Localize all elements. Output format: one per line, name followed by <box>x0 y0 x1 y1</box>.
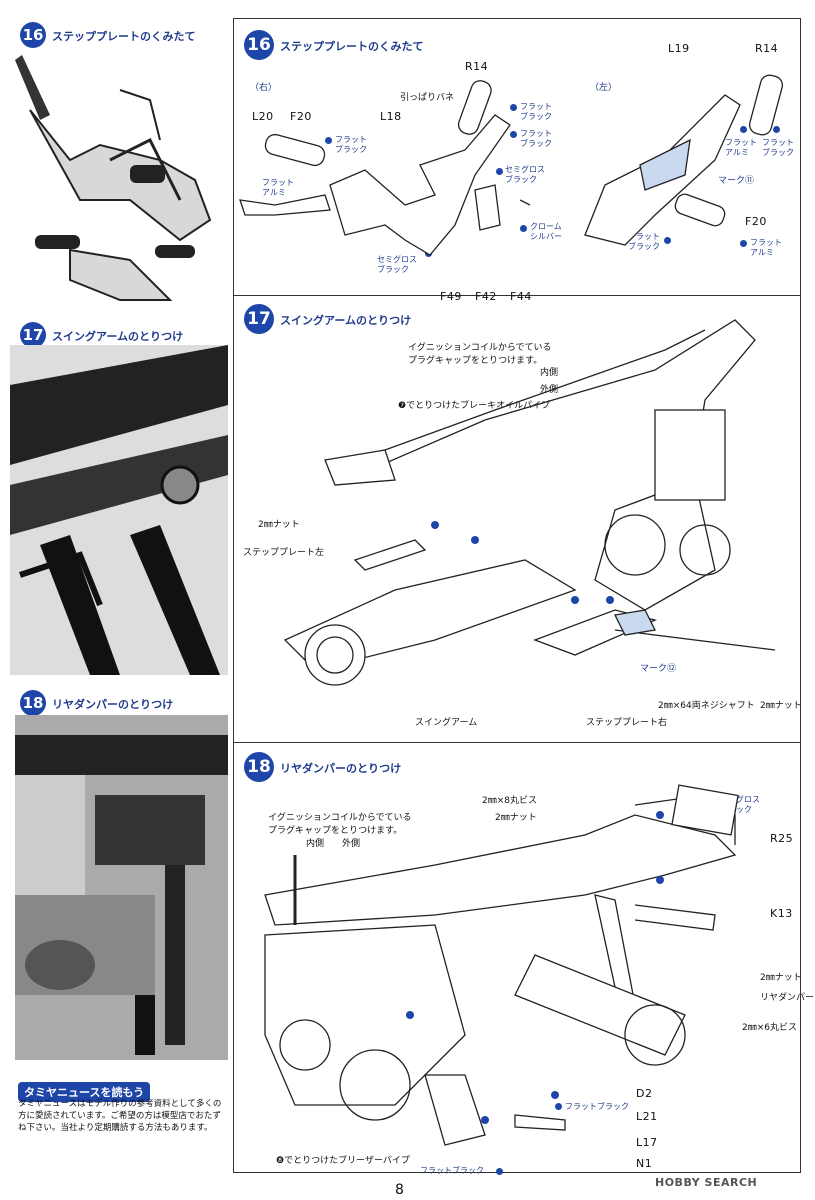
swingarm-label: スイングアーム <box>415 718 478 728</box>
step18-badge: 18 <box>20 690 46 716</box>
part-L17: L17 <box>636 1136 658 1149</box>
paint-dot <box>520 225 527 232</box>
plug-note: イグニッションコイルからでている プラグキャップをとりつけます。 <box>408 343 552 366</box>
instruction-panel <box>233 18 801 1173</box>
breather-label: ❽でとりつけたブリーザーパイプ <box>276 1156 410 1166</box>
tamiya-news-title: タミヤニュースを読もう <box>18 1082 151 1102</box>
paint-flat-alumi: フラット アルミ <box>750 238 782 257</box>
paint-dot <box>740 240 747 247</box>
paint-chrome: クローム シルバー <box>530 222 562 241</box>
paint-semigloss: セミグロス ブラック <box>377 255 417 274</box>
paint-flat-black: フラット ブラック <box>335 135 367 154</box>
paint-dot <box>496 1168 503 1175</box>
step18-number: 18 <box>244 752 274 782</box>
outer-label: 外側 <box>540 385 559 395</box>
step17-number: 17 <box>244 304 274 334</box>
watermark: HOBBY SEARCH <box>655 1176 758 1189</box>
shaft-label: 2㎜×64両ネジシャフト <box>658 701 755 711</box>
part-R14: R14 <box>465 60 489 73</box>
paint-semigloss: セミグロス ブラック <box>505 165 545 184</box>
step-number: 18 <box>247 757 271 777</box>
part-F44: F44 <box>510 290 532 303</box>
step-number: 17 <box>22 326 44 344</box>
paint-dot <box>496 168 503 175</box>
step16-badge: 16 <box>20 22 46 48</box>
step-number: 18 <box>22 694 44 712</box>
photo-rear-damper <box>15 715 228 1060</box>
tamiya-news-body: タミヤニュースはモデル作りの参考資料として多くの方に愛読されています。ご希望の方… <box>18 1099 222 1133</box>
page-number: 8 <box>395 1182 404 1198</box>
part-D2: D2 <box>636 1087 653 1100</box>
paint-flat-black: フラット ブラック <box>762 138 794 157</box>
nut2-label-18: 2㎜ナット <box>760 973 802 983</box>
photo-step-plate <box>10 50 225 310</box>
step16-title-left: ステッププレートのくみたて <box>52 30 196 43</box>
divider-16-17 <box>233 295 801 296</box>
paint-dot <box>555 1103 562 1110</box>
part-N1: N1 <box>636 1157 653 1170</box>
paint-dot <box>510 131 517 138</box>
paint-flat-black: フラット ブラック <box>628 232 660 251</box>
paint-flat-black-18b: フラットブラック <box>420 1166 484 1175</box>
step-right-label: ステッププレート右 <box>586 718 668 728</box>
photo-swingarm <box>10 345 228 675</box>
paint-flat-black: フラット ブラック <box>520 129 552 148</box>
plug-note-18: イグニッションコイルからでている プラグキャップをとりつけます。 <box>268 813 412 836</box>
inner-label-18: 内側 <box>306 839 325 849</box>
spring-label: 引っぱりバネ <box>400 93 455 103</box>
paint-dot <box>740 126 747 133</box>
paint-dot <box>510 104 517 111</box>
step17-badge: 17 <box>20 322 46 348</box>
paint-flat-alumi: フラット アルミ <box>725 138 757 157</box>
part-R14-left: R14 <box>755 42 779 55</box>
step17-title: スイングアームのとりつけ <box>280 314 412 327</box>
left-side-label: （左） <box>590 83 618 93</box>
step16-drawing <box>239 74 784 256</box>
divider-17-18 <box>233 742 801 743</box>
paint-flat-black-18: フラットブラック <box>565 1102 629 1111</box>
part-F20: F20 <box>290 110 312 123</box>
step16-number: 16 <box>244 30 274 60</box>
nut-label-18: 2㎜ナット <box>495 813 537 823</box>
step-number: 16 <box>247 35 271 55</box>
screw8-label: 2㎜×8丸ビス <box>482 796 537 806</box>
part-F49: F49 <box>440 290 462 303</box>
step-number: 16 <box>22 26 44 44</box>
brake-pipe-label: ❼でとりつけたブレーキオイルパイプ <box>398 401 551 411</box>
step-number: 17 <box>247 309 271 329</box>
paint-flat-black: フラット ブラック <box>520 102 552 121</box>
inner-label: 内側 <box>540 368 559 378</box>
step16-title: ステッププレートのくみたて <box>280 40 424 53</box>
step18-title-left: リヤダンパーのとりつけ <box>52 698 174 711</box>
mark12-label: マーク⑫ <box>640 664 677 674</box>
part-L20: L20 <box>252 110 274 123</box>
paint-dot <box>773 126 780 133</box>
paint-flat-alumi: フラット アルミ <box>262 178 294 197</box>
screw6-label: 2㎜×6丸ビス <box>742 1023 797 1033</box>
mark11-label: マーク⑪ <box>718 176 755 186</box>
part-L19: L19 <box>668 42 690 55</box>
nut-label: 2㎜ナット <box>258 520 300 530</box>
paint-dot <box>664 237 671 244</box>
step-left-label: ステッププレート左 <box>243 548 325 558</box>
part-F20-left: F20 <box>745 215 767 228</box>
damper-label: リヤダンパー <box>760 993 815 1003</box>
step18-title: リヤダンパーのとりつけ <box>280 762 402 775</box>
outer-label-18: 外側 <box>342 839 361 849</box>
nut-label-right: 2㎜ナット <box>760 701 802 711</box>
part-R25: R25 <box>770 832 794 845</box>
part-K13: K13 <box>770 907 793 920</box>
part-L18: L18 <box>380 110 402 123</box>
step17-drawing <box>283 319 776 686</box>
step18-drawing <box>264 784 739 1146</box>
part-F42: F42 <box>475 290 497 303</box>
part-L21: L21 <box>636 1110 658 1123</box>
paint-dot <box>325 137 332 144</box>
right-side-label: （右） <box>250 83 278 93</box>
step17-title-left: スイングアームのとりつけ <box>52 330 184 343</box>
